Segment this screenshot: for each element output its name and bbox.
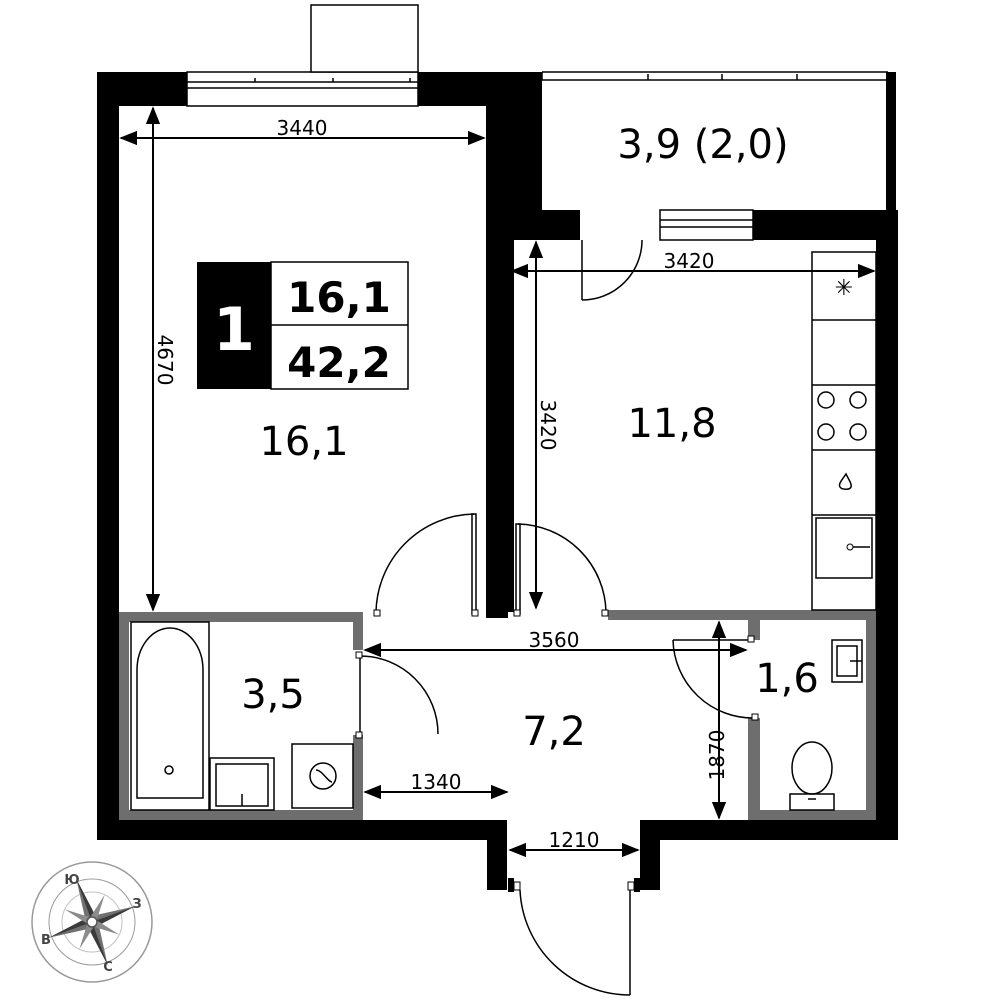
bath-sink-icon [209, 757, 275, 811]
area-living: 16,1 [259, 419, 348, 465]
total-area-value: 42,2 [287, 338, 391, 387]
door-bathroom [355, 651, 439, 739]
dim-living-width: 3440 [277, 116, 328, 140]
window-sill [310, 4, 419, 73]
living-area-value: 16,1 [287, 273, 391, 322]
area-kitchen: 11,8 [627, 401, 716, 447]
rooms-count: 1 [213, 295, 255, 365]
door-kitchen [513, 523, 609, 617]
compass-north-label: С [103, 960, 113, 975]
compass-east-label: В [41, 933, 51, 948]
dim-entrance: 1210 [549, 828, 600, 852]
window-balcony [541, 71, 888, 81]
fridge-icon: ✳ [835, 276, 853, 301]
partitions [119, 610, 876, 820]
compass-south-label: Ю [64, 873, 79, 888]
bathtub-icon [130, 621, 210, 811]
area-wc: 1,6 [755, 656, 819, 702]
wc-sink-icon [831, 639, 863, 683]
compass-west-label: З [132, 897, 141, 912]
apartment-summary: 1 16,1 42,2 [197, 261, 409, 390]
dim-kitchen-width: 3420 [664, 249, 715, 273]
door-living [373, 513, 479, 617]
window-kitchen [659, 209, 754, 241]
stove-icon [817, 391, 867, 441]
dim-bath-to-door: 1340 [411, 770, 462, 794]
toilet-icon [789, 741, 835, 811]
door-wc [672, 635, 759, 721]
kitchen-counter [811, 251, 877, 611]
door-entrance [508, 878, 640, 996]
dimension-lines [119, 106, 876, 858]
dim-living-length: 4670 [153, 335, 177, 386]
window-living [186, 71, 419, 107]
dim-hall-width: 3560 [529, 628, 580, 652]
washing-machine-icon [291, 743, 354, 809]
area-balcony: 3,9 (2,0) [617, 122, 788, 168]
area-hall: 7,2 [522, 709, 586, 755]
kitchen-sink-icon [815, 517, 873, 579]
water-drop-icon [838, 472, 852, 490]
area-bathroom: 3,5 [241, 672, 305, 718]
compass: Ю З С В [31, 861, 153, 983]
walls [97, 72, 898, 890]
dim-hall-length: 1870 [705, 730, 729, 781]
dim-kitchen-length: 3420 [536, 400, 560, 451]
